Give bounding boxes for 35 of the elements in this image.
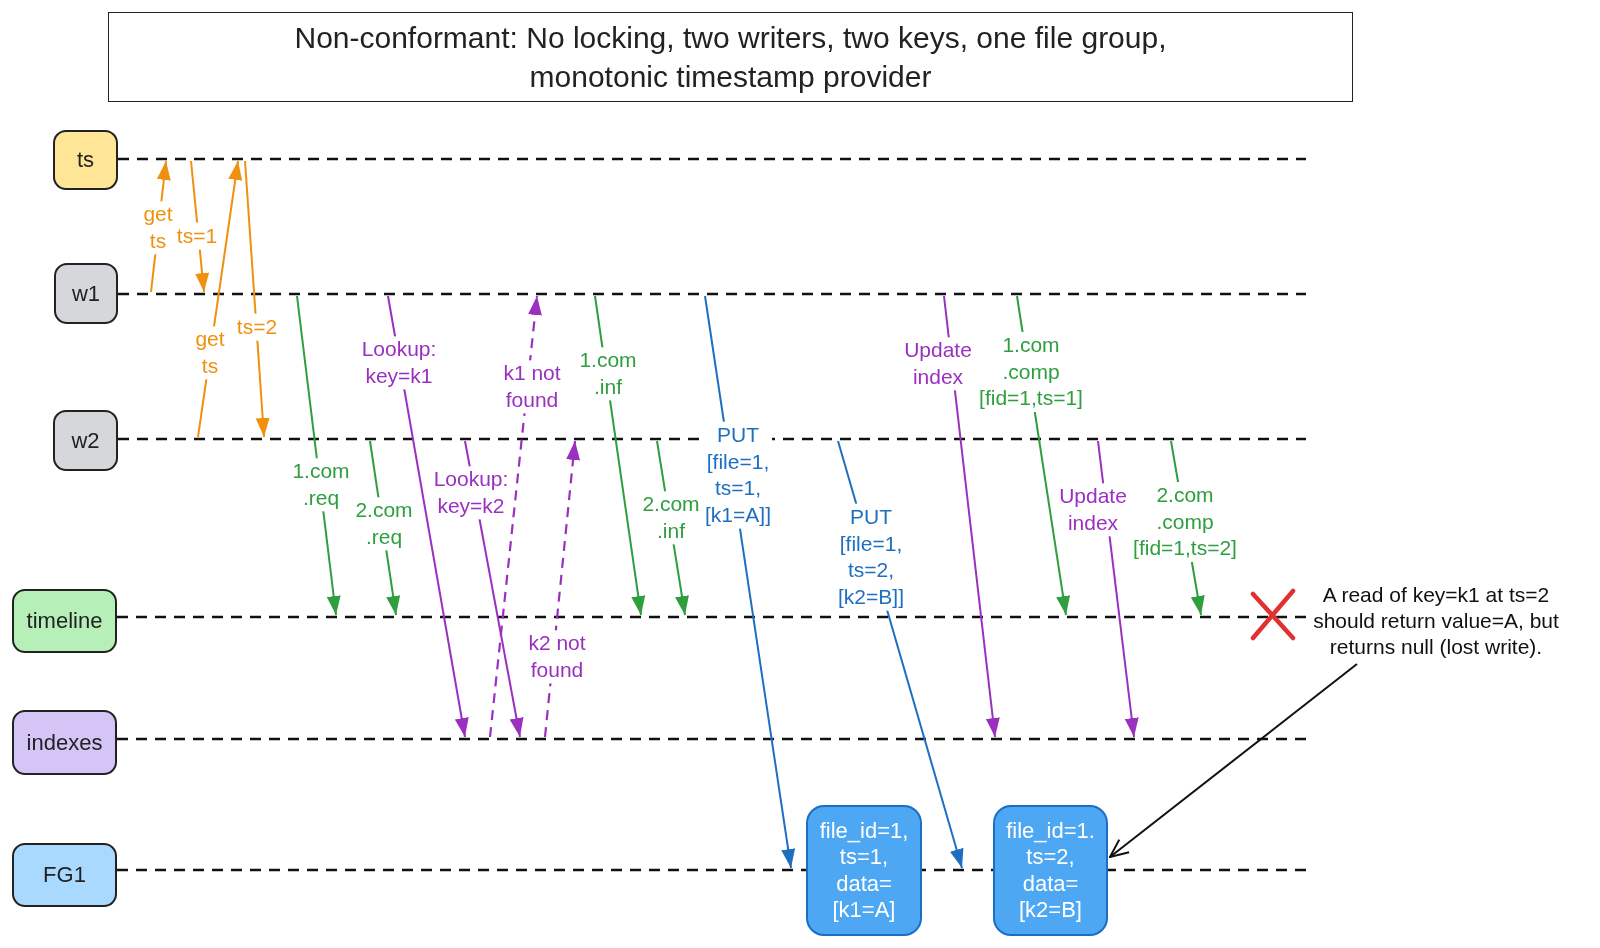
message-arrow [943, 295, 1000, 738]
message-arrow [488, 295, 542, 738]
leader-line [1109, 663, 1358, 858]
edge-label: ts=2 [235, 313, 279, 341]
edge-label: 2.com .inf [641, 491, 701, 545]
edge-label: 1.com .comp [fid=1,ts=1] [978, 332, 1084, 412]
message-arrow [387, 295, 469, 738]
lifeline [118, 292, 1306, 296]
note-text: A read of key=k1 at ts=2 should return value=A, but returns null (lost write). [1296, 578, 1576, 664]
edge-label: get ts [194, 326, 226, 380]
lifeline [117, 615, 1306, 619]
title-box: Non-conformant: No locking, two writers, two keys, one file group, monotonic timestamp provider [108, 12, 1353, 102]
participant-box: indexes [12, 710, 117, 775]
edge-label: PUT [file=1, ts=1, [k1=A]] [704, 421, 772, 529]
edge-label: Update index [1058, 483, 1128, 537]
participant-box: w1 [54, 263, 118, 324]
edge-label: Lookup: key=k2 [432, 466, 510, 520]
edge-label: 2.com .req [354, 497, 414, 551]
file-record-box: file_id=1. ts=2, data= [k2=B] [993, 805, 1108, 936]
edge-label: 1.com .inf [578, 347, 638, 401]
edge-label: 1.com .req [291, 458, 351, 512]
file-record-box: file_id=1, ts=1, data= [k1=A] [806, 805, 922, 936]
edge-label: Update index [903, 337, 973, 391]
participant-box: ts [53, 130, 118, 190]
edge-label: 2.com .comp [fid=1,ts=2] [1132, 482, 1238, 562]
edge-label: Lookup: key=k1 [360, 336, 438, 390]
edge-label: get ts [142, 201, 174, 255]
message-arrow [244, 160, 270, 438]
participant-box: w2 [53, 410, 118, 471]
lifeline [117, 737, 1306, 741]
participant-box: FG1 [12, 843, 117, 907]
lifeline [118, 157, 1306, 161]
edge-label: PUT [file=1, ts=2, [k2=B]] [837, 503, 905, 611]
participant-box: timeline [12, 589, 117, 653]
edge-label: ts=1 [175, 222, 219, 250]
